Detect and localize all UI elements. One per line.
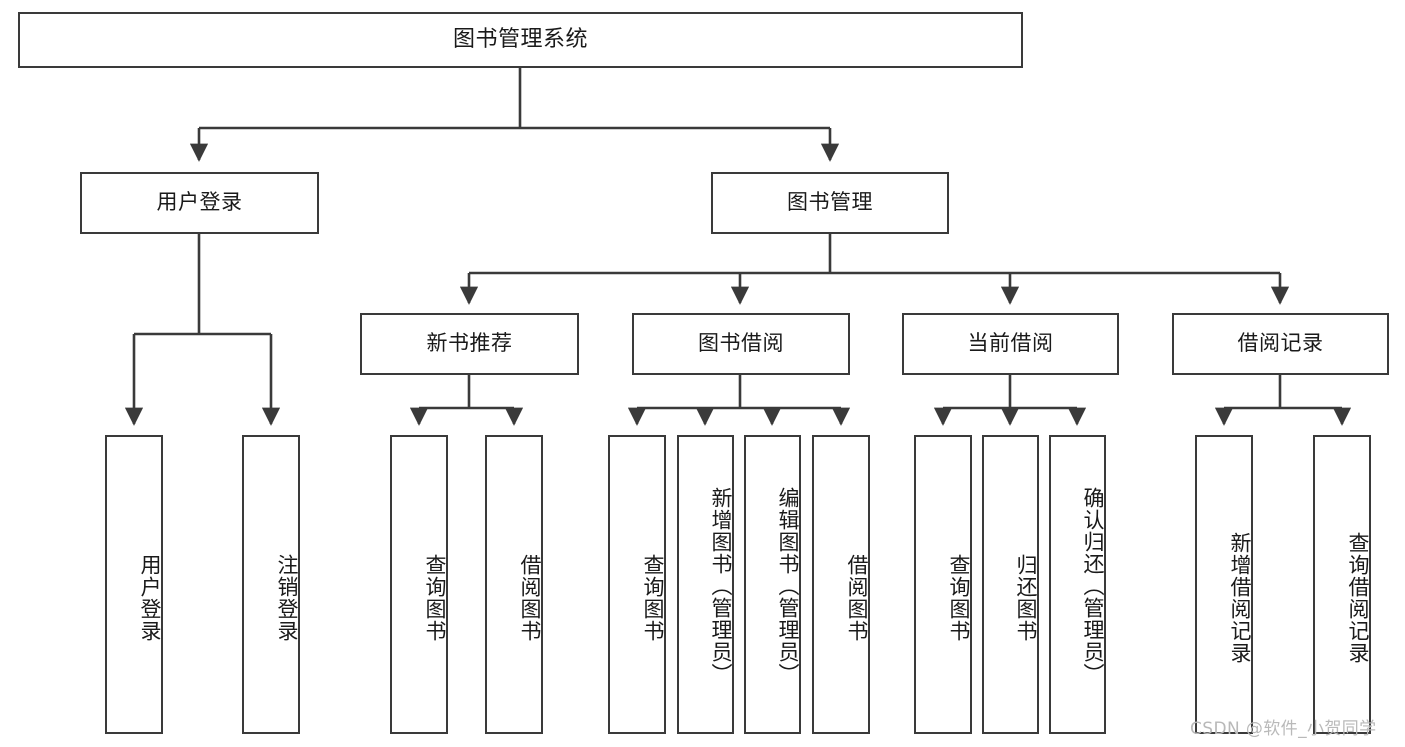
node-borrow-record[interactable]: 借阅记录 <box>1172 313 1389 375</box>
leaf-new-book-borrow[interactable]: 借阅图书 <box>485 435 543 734</box>
leaf-return-book[interactable]: 归还图书 <box>982 435 1039 734</box>
node-label: 用户登录 <box>156 190 243 215</box>
node-label: 图书借阅 <box>698 331 784 356</box>
node-label: 注销登录 <box>275 553 299 642</box>
node-root-system[interactable]: 图书管理系统 <box>18 12 1023 68</box>
node-book-management[interactable]: 图书管理 <box>711 172 949 234</box>
node-label: 查询图书 <box>641 553 665 642</box>
leaf-query-borrow-record[interactable]: 查询借阅记录 <box>1313 435 1371 734</box>
leaf-borrow-book[interactable]: 借阅图书 <box>812 435 870 734</box>
node-label: 确认归还（管理员） <box>1081 486 1105 685</box>
node-label: 图书管理 <box>787 190 873 215</box>
leaf-user-login[interactable]: 用户登录 <box>105 435 163 734</box>
leaf-borrow-query-book[interactable]: 查询图书 <box>608 435 666 734</box>
node-user-login[interactable]: 用户登录 <box>80 172 319 234</box>
node-label: 新书推荐 <box>426 331 513 356</box>
leaf-confirm-return-admin[interactable]: 确认归还（管理员） <box>1049 435 1106 734</box>
node-label: 新增借阅记录 <box>1228 531 1252 664</box>
leaf-current-query-book[interactable]: 查询图书 <box>914 435 972 734</box>
node-label: 图书管理系统 <box>452 26 588 52</box>
node-current-borrow[interactable]: 当前借阅 <box>902 313 1119 375</box>
node-label: 当前借阅 <box>967 331 1054 356</box>
node-label: 借阅图书 <box>845 553 869 642</box>
leaf-borrow-add-book-admin[interactable]: 新增图书（管理员） <box>677 435 734 734</box>
node-label: 归还图书 <box>1014 553 1038 642</box>
leaf-user-logout[interactable]: 注销登录 <box>242 435 300 734</box>
node-label: 新增图书（管理员） <box>709 486 733 685</box>
node-label: 查询借阅记录 <box>1346 531 1370 664</box>
node-label: 用户登录 <box>138 553 162 642</box>
csdn-watermark: CSDN @软件_小贺同学 <box>1190 719 1377 739</box>
node-label: 查询图书 <box>423 553 447 642</box>
node-new-book-recommend[interactable]: 新书推荐 <box>360 313 579 375</box>
leaf-borrow-edit-book-admin[interactable]: 编辑图书（管理员） <box>744 435 801 734</box>
node-label: 查询图书 <box>947 553 971 642</box>
leaf-add-borrow-record[interactable]: 新增借阅记录 <box>1195 435 1253 734</box>
leaf-new-book-query[interactable]: 查询图书 <box>390 435 448 734</box>
node-book-borrow[interactable]: 图书借阅 <box>632 313 850 375</box>
node-label: 编辑图书（管理员） <box>776 486 800 685</box>
node-label: 借阅记录 <box>1237 331 1324 356</box>
node-label: 借阅图书 <box>518 553 542 642</box>
